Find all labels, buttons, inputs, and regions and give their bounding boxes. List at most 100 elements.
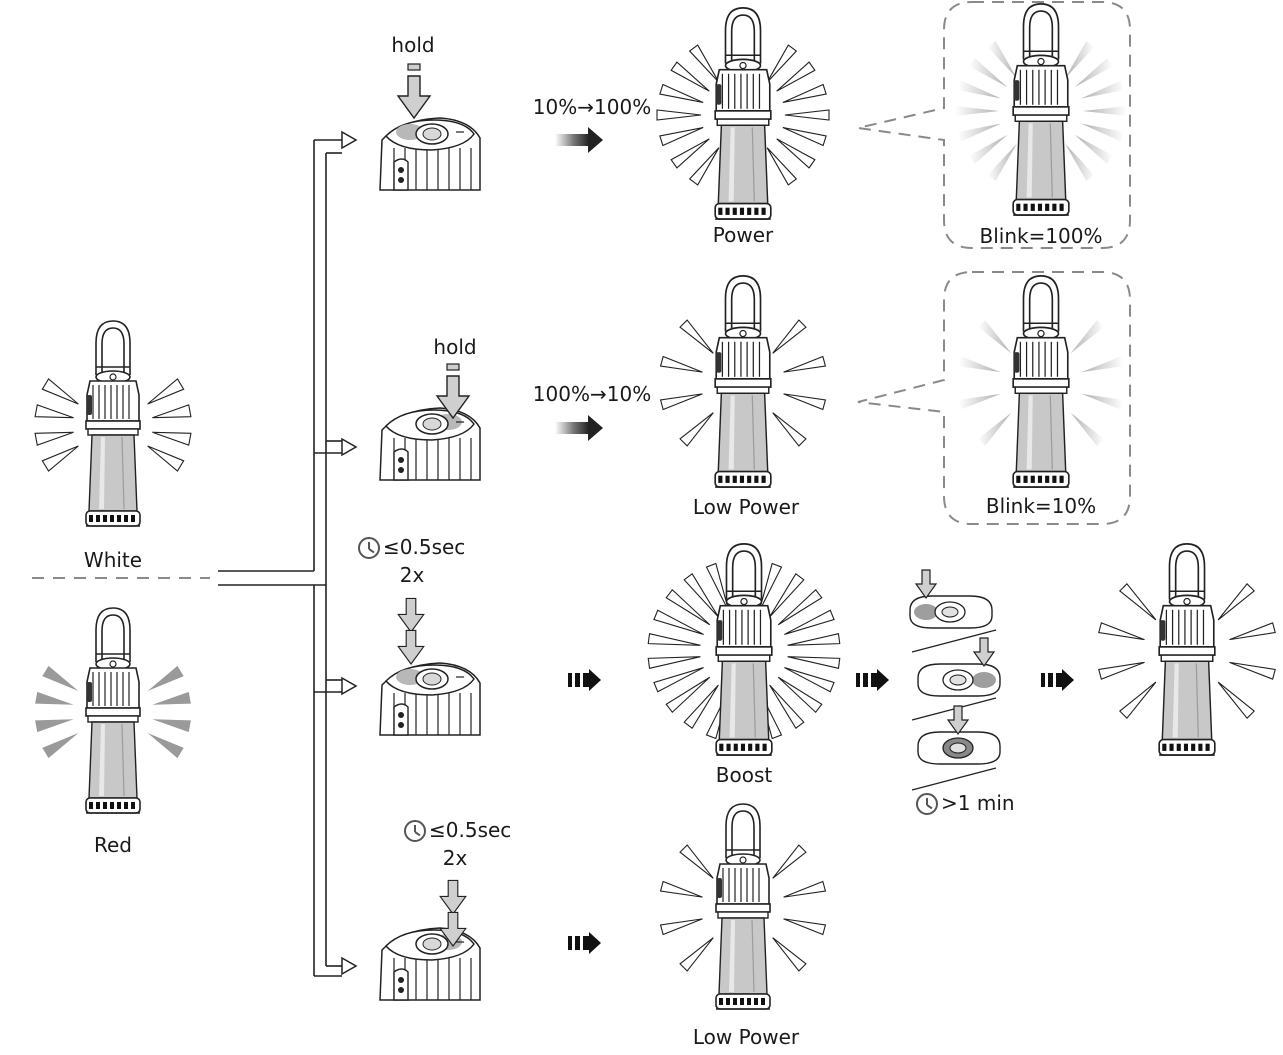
light-ray [653,667,704,693]
light-ray [777,676,823,714]
red-mode-lantern [35,607,191,814]
double-press-count-a: 2x [399,563,425,587]
light-ray [679,844,714,879]
branch-arrowheads [314,130,358,976]
light-ray [987,143,1017,181]
light-ray [969,58,1008,88]
light-ray [978,412,1012,446]
light-ray [647,633,701,646]
light-ray [647,656,701,669]
white-mode-label: White [83,548,143,572]
light-ray [1119,583,1157,621]
branch-arrowhead [341,437,358,457]
light-ray [1217,583,1255,621]
light-ray [787,656,841,669]
post-timer-lantern [1098,543,1276,756]
light-ray [958,356,1001,373]
light-ray [769,684,805,730]
light-ray [679,319,714,354]
light-ray [772,319,807,354]
light-ray [1080,80,1125,99]
blink-bubble-max [857,1,1131,249]
light-ray [152,691,191,705]
button-closeup-double-a [379,662,481,736]
double-press-count-b: 2x [442,846,468,870]
light-ray [783,918,827,936]
press-arrow-icon [397,629,425,665]
low-power-label-2: Low Power [692,1025,800,1049]
light-ray [659,393,703,411]
light-ray [955,106,999,116]
light-ray [782,83,827,103]
light-ray [987,41,1017,79]
light-ray [659,127,704,147]
press-arrow-icon [439,879,467,915]
light-ray [958,393,1001,410]
light-ray [784,667,835,693]
light-ray [147,378,185,405]
light-ray [147,733,184,759]
light-ray [34,404,74,419]
light-ray [1065,143,1095,181]
button-closeup-hold-left [379,117,481,191]
branch-arrowhead [341,956,358,976]
light-ray [1081,356,1124,373]
light-ray [41,445,79,472]
press-arrow-icon [914,569,938,600]
light-ray [784,609,835,635]
button-pads [909,569,1001,765]
light-ray [152,431,192,446]
light-ray [1074,58,1113,88]
light-ray [772,412,807,447]
light-ray [35,691,74,705]
press-arrow-icon [397,597,425,633]
light-ray [769,572,805,618]
low-power-lantern [659,275,827,488]
light-ray [659,880,703,898]
light-ray [659,355,703,373]
light-ray [1217,681,1255,719]
lanterns [34,3,1276,1010]
press-arrow-icon [946,705,970,736]
power-label: Power [712,223,774,247]
light-ray [969,134,1008,164]
light-ray [665,588,711,626]
low-power-label: Low Power [692,495,800,519]
light-ray [34,431,74,446]
button-closeup-hold-right [379,407,481,481]
arrow-dim [555,415,603,441]
press-arrow-icon [439,911,467,947]
sequence-arrow-icon [568,932,601,954]
brighten-label: 10%→100% [532,95,652,119]
red-mode-label: Red [94,833,132,857]
blink-bubble-min [857,271,1131,525]
light-ray [776,138,816,169]
light-ray [659,918,703,936]
blink-min-label: Blink=10% [985,494,1097,518]
light-ray [772,844,807,879]
light-ray [42,733,79,759]
light-ray [1080,123,1125,142]
light-ray [787,633,841,646]
low-power-lantern-2 [659,803,827,1010]
clock-icon [358,537,380,559]
sequence-arrow-icon [856,669,889,691]
press-arrow-icon [396,63,432,120]
blink-max-label: Blink=100% [979,224,1103,248]
light-ray [1098,661,1145,680]
timer-label: >1 min [916,791,1015,815]
light-ray [683,684,719,730]
light-ray [1229,661,1276,680]
arrow-brighten [555,127,603,153]
light-ray [670,61,710,92]
sequence-arrow-icon [568,669,601,691]
light-ray [1070,412,1104,446]
light-ray [653,609,704,635]
light-ray [147,445,185,472]
double-press-time-b: ≤0.5sec [404,818,511,842]
sequence-arrows [568,669,1074,954]
dim-label: 100%→10% [532,382,652,406]
light-ray [772,937,807,972]
light-ray [683,572,719,618]
